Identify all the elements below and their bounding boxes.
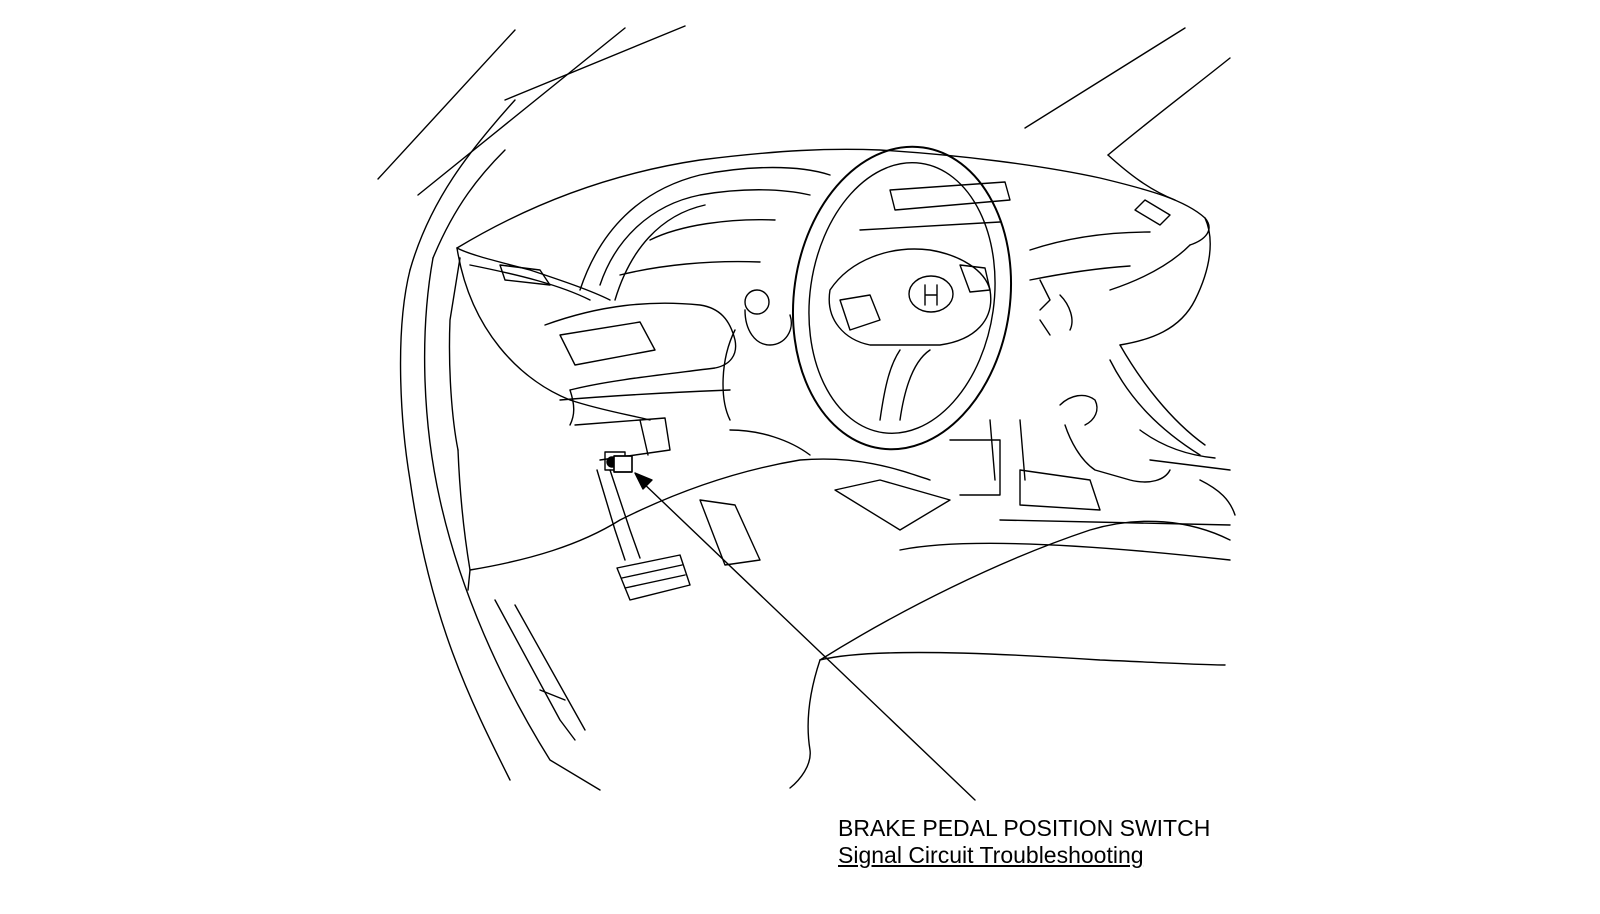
floor-lines bbox=[494, 599, 586, 741]
seat-cushion bbox=[789, 519, 1231, 789]
instrument-cluster bbox=[579, 166, 831, 301]
switch-name-label: BRAKE PEDAL POSITION SWITCH bbox=[838, 815, 1211, 841]
lower-dash bbox=[457, 429, 951, 591]
left-dash-block bbox=[456, 247, 737, 461]
column-stalk bbox=[722, 289, 792, 421]
a-pillar-lines bbox=[377, 25, 686, 791]
steering-wheel bbox=[791, 145, 1013, 451]
brake-switch-callout bbox=[613, 455, 976, 801]
troubleshooting-link[interactable]: Signal Circuit Troubleshooting bbox=[838, 842, 1144, 868]
callout-label: BRAKE PEDAL POSITION SWITCH Signal Circu… bbox=[838, 815, 1210, 869]
right-window-lines bbox=[1024, 27, 1231, 201]
dashboard bbox=[448, 148, 1211, 451]
passenger-area bbox=[1109, 344, 1236, 516]
center-console bbox=[949, 279, 1171, 511]
